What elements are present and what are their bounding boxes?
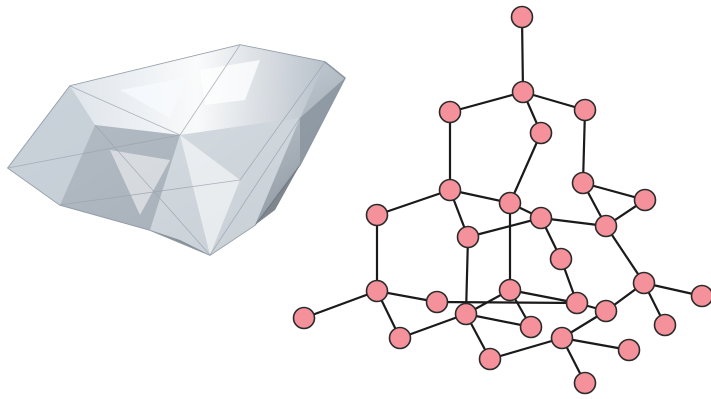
lattice-bond xyxy=(376,188,451,217)
lattice-bond xyxy=(508,132,543,204)
lattice-bond xyxy=(449,90,524,114)
carbon-atom xyxy=(365,279,389,303)
lattice-bond xyxy=(303,289,378,320)
lattice-bond xyxy=(581,109,587,184)
lattice-bond xyxy=(605,225,645,284)
carbon-atom xyxy=(438,178,462,202)
carbon-atom xyxy=(292,306,316,330)
lattice-bond xyxy=(509,288,578,305)
lattice-bond xyxy=(436,300,578,305)
carbon-atom xyxy=(617,338,641,362)
carbon-atom xyxy=(438,100,462,124)
carbon-atom xyxy=(529,206,553,230)
carbon-atom xyxy=(388,326,412,350)
carbon-atom xyxy=(456,225,480,249)
carbon-atom xyxy=(550,326,574,350)
carbon-atom xyxy=(573,98,597,122)
carbon-atom xyxy=(690,284,711,308)
carbon-atom xyxy=(454,302,478,326)
carbon-atom xyxy=(653,313,677,337)
carbon-atom xyxy=(498,191,522,215)
carbon-atom xyxy=(594,299,618,323)
carbon-atom xyxy=(519,315,543,339)
carbon-atom xyxy=(632,271,656,295)
lattice-bond xyxy=(520,16,525,93)
lattice-bond xyxy=(561,336,630,352)
lattice-bond xyxy=(467,216,542,239)
carbon-atom xyxy=(478,347,502,371)
carbon-atom xyxy=(571,171,595,195)
carbon-atom xyxy=(565,291,589,315)
carbon-atom xyxy=(529,121,553,145)
lattice-bond xyxy=(489,336,563,361)
lattice-atoms xyxy=(292,5,711,395)
lattice-bond xyxy=(399,312,467,340)
carbon-atom xyxy=(573,371,597,395)
carbon-atom xyxy=(498,278,522,302)
carbon-atom xyxy=(365,203,389,227)
carbon-atom xyxy=(594,214,618,238)
carbon-atom xyxy=(510,5,534,29)
gem-body xyxy=(6,44,346,256)
carbon-atom xyxy=(425,290,449,314)
carbon-atom xyxy=(633,188,657,212)
carbon-atom xyxy=(511,80,535,104)
carbon-atom xyxy=(549,247,573,271)
